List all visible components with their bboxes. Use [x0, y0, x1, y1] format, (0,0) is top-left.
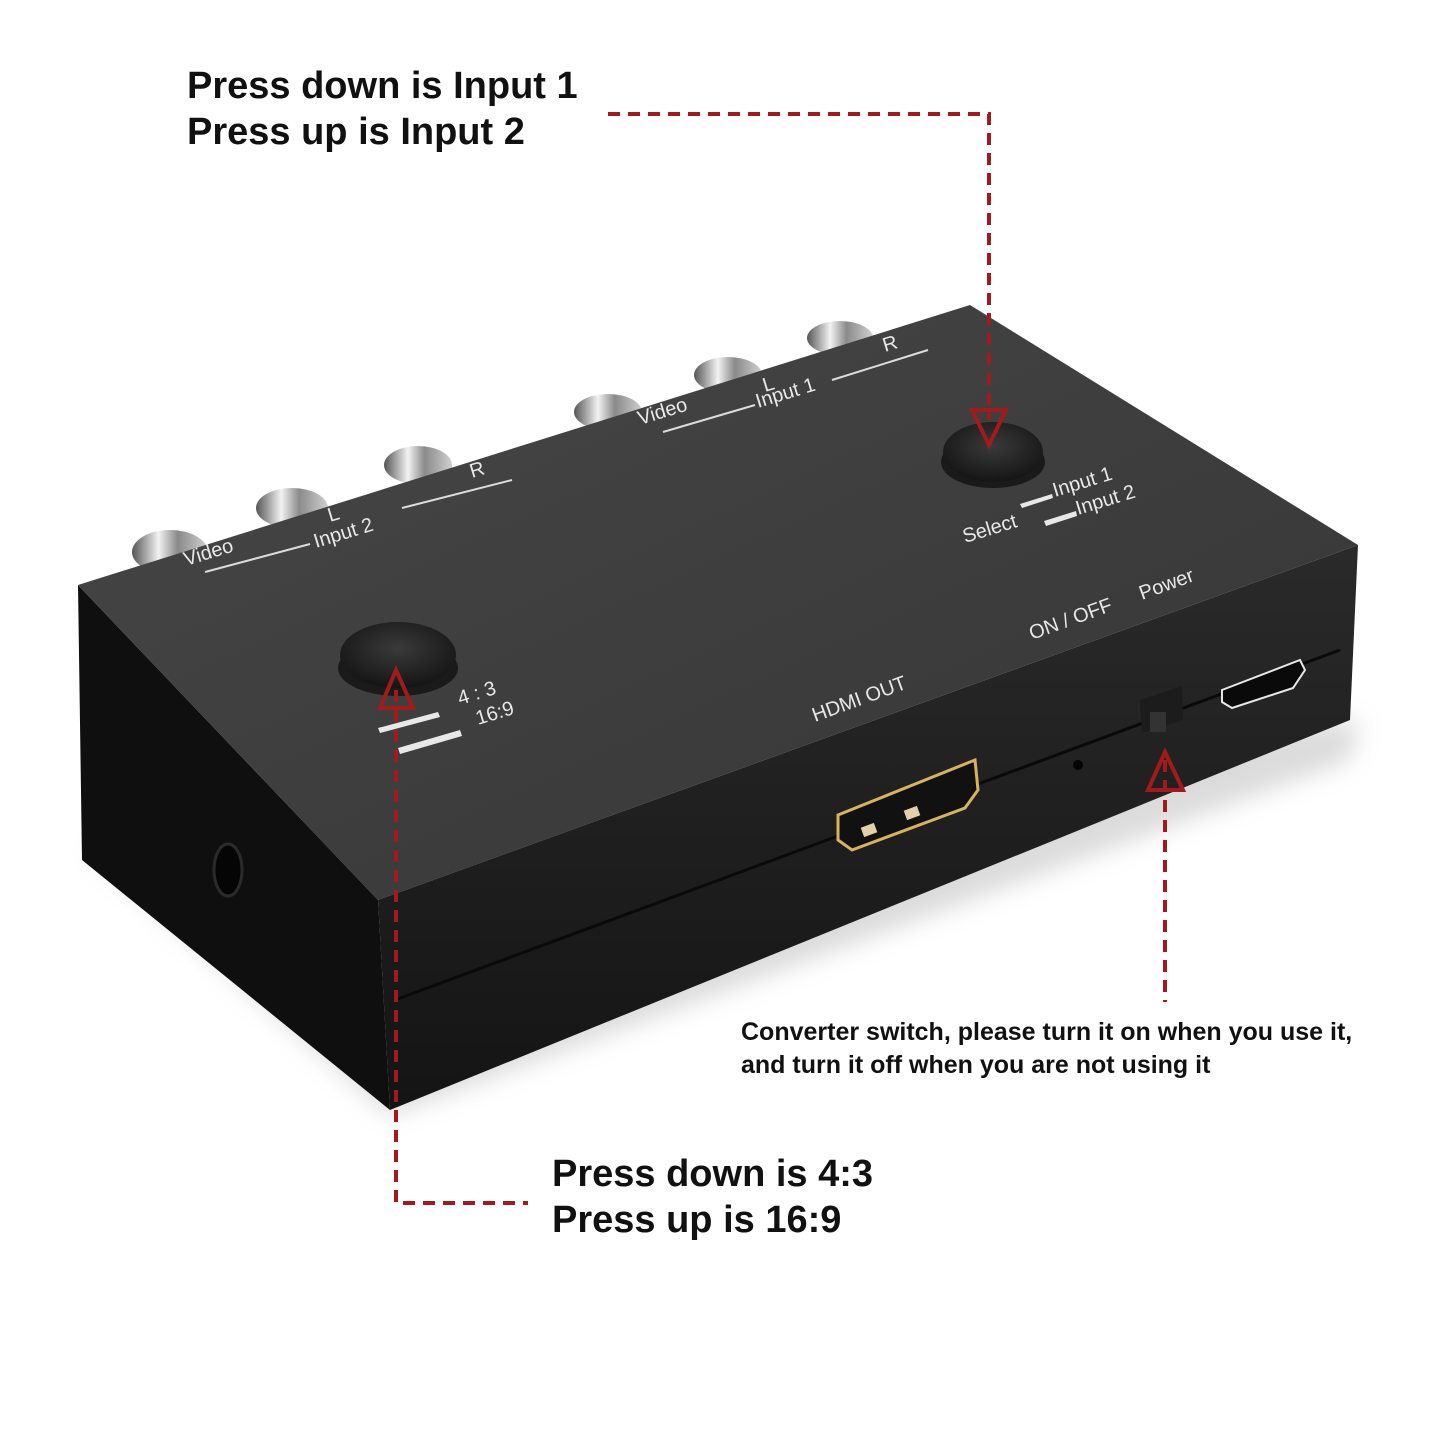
svg-text:R: R	[880, 332, 900, 357]
callout-line: and turn it off when you are not using i…	[741, 1050, 1211, 1079]
arrow-heads	[376, 408, 1187, 792]
callout-line: Press down is 4:3	[552, 1153, 874, 1195]
aspect-labels: 4 : 3 16:9	[378, 677, 517, 754]
callout-line: Converter switch, please turn it on when…	[741, 1018, 1353, 1046]
led-indicator	[1073, 760, 1083, 770]
select-button-callout: Press down is Input 1 Press up is Input …	[187, 64, 578, 155]
hdmi-out-port[interactable]	[836, 757, 980, 852]
select-input-button[interactable]	[941, 422, 1045, 488]
callout-line: Press down is Input 1	[187, 65, 578, 107]
power-switch[interactable]	[1140, 686, 1183, 733]
label-lines	[204, 349, 929, 573]
callout-line: Press up is 16:9	[552, 1198, 842, 1241]
power-switch-callout: Converter switch, please turn it on when…	[741, 1016, 1352, 1081]
aspect-ratio-button[interactable]	[338, 622, 458, 696]
callout-line: Press up is Input 2	[187, 110, 525, 153]
aspect-button-callout: Press down is 4:3 Press up is 16:9	[552, 1152, 873, 1243]
svg-text:R: R	[467, 458, 487, 483]
arrow-up-icon	[376, 664, 417, 710]
side-jack	[212, 842, 244, 898]
callout-lines	[394, 112, 1167, 1205]
arrow-down-icon	[968, 408, 1010, 450]
arrow-up-icon	[1144, 747, 1187, 792]
power-port[interactable]	[1221, 658, 1307, 710]
